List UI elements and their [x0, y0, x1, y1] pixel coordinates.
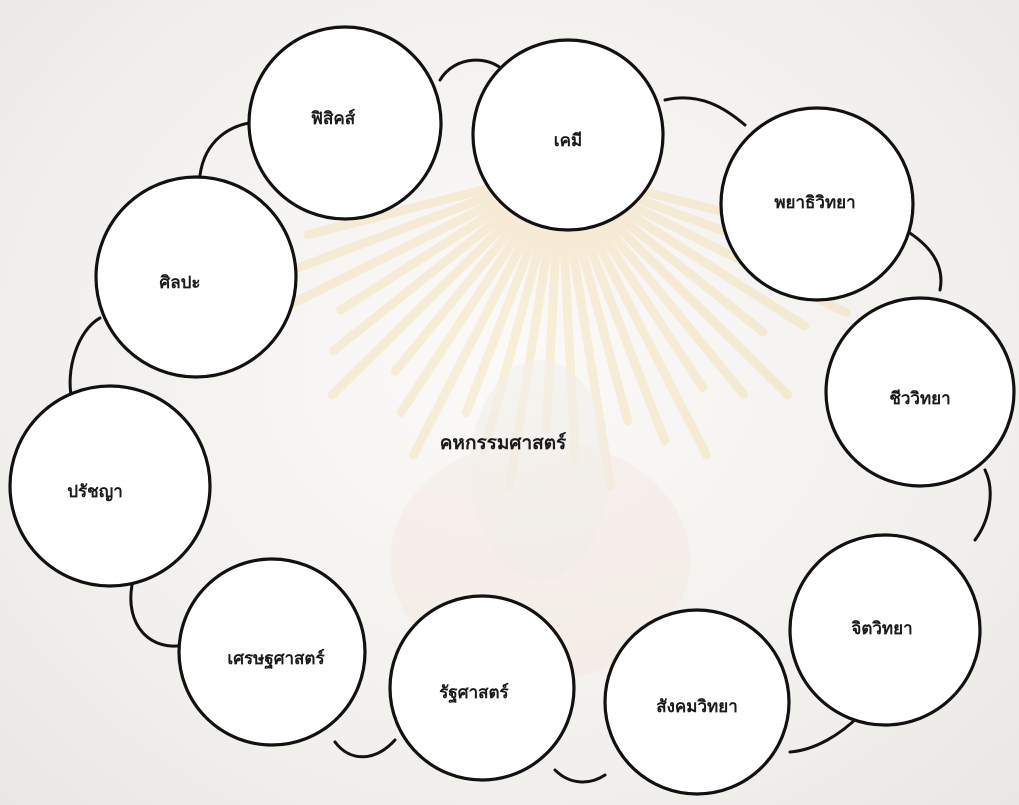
- node-physics: ฟิสิคส์: [247, 25, 443, 221]
- node-pathology: พยาธิวิทยา: [719, 106, 915, 302]
- node-philosophy-label: ปรัชญา: [67, 482, 123, 502]
- node-art: ศิลปะ: [94, 175, 298, 379]
- center-label: คหกรรมศาสตร์: [440, 432, 567, 454]
- node-pathology-circle: [719, 106, 915, 302]
- connector-biology-psychology: [973, 468, 992, 542]
- node-political-science: รัฐศาสตร์: [388, 594, 576, 782]
- connector-pathology-biology: [903, 228, 943, 292]
- node-philosophy-circle: [8, 384, 212, 588]
- node-art-label: ศิลปะ: [159, 273, 200, 293]
- node-psychology: จิตวิทยา: [788, 533, 982, 727]
- node-physics-circle: [247, 25, 443, 221]
- node-economics-label: เศรษฐศาสตร์: [227, 648, 325, 670]
- node-economics-circle: [177, 557, 367, 747]
- node-pathology-label: พยาธิวิทยา: [774, 193, 855, 213]
- node-chemistry-circle: [471, 38, 665, 232]
- connector-chemistry-pathology: [663, 96, 747, 127]
- connector-economics-philosophy: [129, 583, 187, 648]
- connector-psychology-sociology: [788, 713, 862, 754]
- connector-political-economics: [333, 738, 397, 759]
- node-philosophy: ปรัชญา: [8, 384, 212, 588]
- node-psychology-circle: [788, 533, 982, 727]
- node-political-science-circle: [388, 594, 576, 782]
- connector-philosophy-art: [68, 316, 102, 402]
- node-political-science-label: รัฐศาสตร์: [439, 682, 509, 704]
- node-physics-label: ฟิสิคส์: [311, 108, 356, 129]
- node-chemistry: เคมี: [471, 38, 665, 232]
- node-economics: เศรษฐศาสตร์: [177, 557, 367, 747]
- node-biology: ชีววิทยา: [824, 296, 1016, 488]
- node-psychology-label: จิตวิทยา: [851, 619, 912, 639]
- node-biology-circle: [824, 296, 1016, 488]
- node-sociology: สังคมวิทยา: [603, 608, 791, 796]
- node-biology-label: ชีววิทยา: [889, 388, 950, 409]
- connector-sociology-political: [553, 768, 607, 784]
- node-sociology-label: สังคมวิทยา: [656, 697, 738, 717]
- node-sociology-circle: [603, 608, 791, 796]
- connector-art-physics: [198, 120, 257, 177]
- node-art-circle: [94, 175, 298, 379]
- node-chemistry-label: เคมี: [554, 130, 582, 151]
